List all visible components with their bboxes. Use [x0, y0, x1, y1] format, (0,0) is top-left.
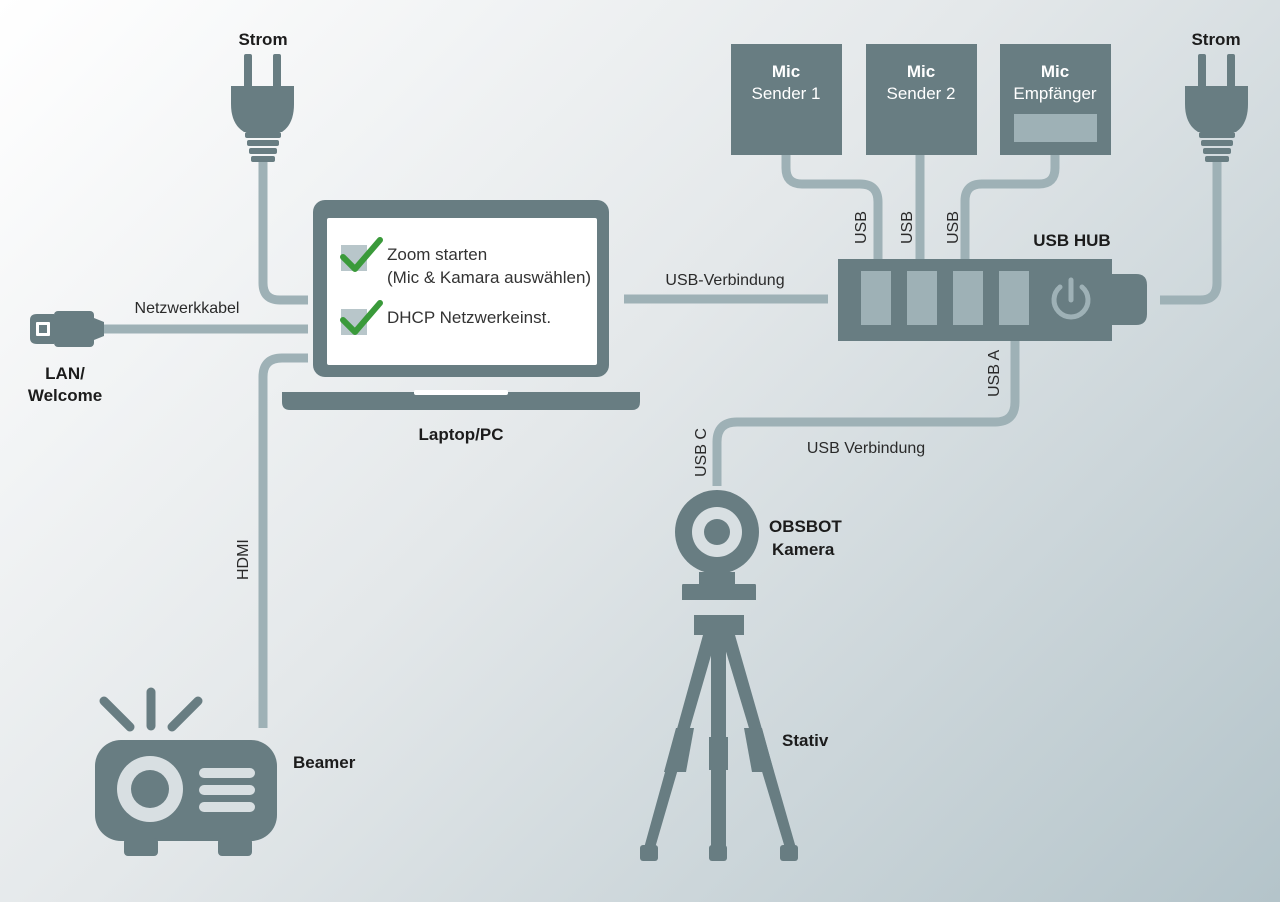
usb-label-2: USB [899, 211, 916, 244]
screen-item1-line2: (Mic & Kamara auswählen) [387, 268, 591, 287]
webcam-icon [675, 490, 759, 600]
power-cable-right [1160, 162, 1222, 305]
cables [104, 152, 1222, 728]
mic-sender-2: Mic Sender 2 [866, 44, 977, 155]
strom-left-label: Strom [238, 30, 287, 49]
beamer-label: Beamer [293, 753, 356, 772]
stativ-label: Stativ [782, 731, 829, 750]
usb-hub-icon [838, 259, 1147, 341]
mic3-title: Mic [1041, 62, 1069, 81]
lan-label-line2: Welcome [28, 386, 102, 405]
strom-right-label: Strom [1191, 30, 1240, 49]
mic1-title: Mic [772, 62, 800, 81]
lan-label-line1: LAN/ [45, 364, 85, 383]
mic-sender-1: Mic Sender 1 [731, 44, 842, 155]
lan-plug-icon [30, 311, 104, 347]
plug-icon [231, 54, 294, 162]
tripod-icon [640, 615, 798, 861]
screen-item2: DHCP Netzwerkeinst. [387, 308, 551, 327]
mic3-subtitle: Empfänger [1013, 84, 1096, 103]
netzwerkkabel-label: Netzwerkkabel [135, 300, 240, 317]
projector-icon [95, 687, 277, 856]
usb-cable-mic-receiver [960, 152, 1060, 262]
usb-label-3: USB [945, 211, 962, 244]
check-icon [340, 237, 383, 272]
laptop-icon [282, 200, 640, 410]
check-icon [340, 300, 383, 335]
hdmi-label: HDMI [235, 539, 252, 580]
screen-item1-line1: Zoom starten [387, 245, 487, 264]
usb-label-1: USB [853, 211, 870, 244]
usb-verbindung-top-label: USB-Verbindung [665, 272, 784, 289]
mic1-subtitle: Sender 1 [752, 84, 821, 103]
power-icon [1051, 277, 1091, 320]
usb-c-label: USB C [693, 428, 710, 477]
usb-verbindung-bottom-label: USB Verbindung [807, 440, 925, 457]
obsbot-label-line1: OBSBOT [769, 517, 842, 536]
usb-hub-label: USB HUB [1033, 231, 1110, 250]
receiver-display [1014, 114, 1097, 142]
usb-a-label: USB A [986, 350, 1003, 397]
laptop-label: Laptop/PC [419, 425, 504, 444]
hdmi-cable [258, 353, 308, 728]
screen-checklist: Zoom starten (Mic & Kamara auswählen) DH… [340, 237, 591, 335]
mic2-subtitle: Sender 2 [887, 84, 956, 103]
power-cable-left [258, 162, 308, 305]
mic-receiver: Mic Empfänger [1000, 44, 1111, 155]
obsbot-label-line2: Kamera [772, 540, 835, 559]
usb-cable-mic1 [781, 152, 883, 262]
mic2-title: Mic [907, 62, 935, 81]
plug-icon [1185, 54, 1248, 162]
usb-cable-hub-camera [712, 340, 1020, 486]
